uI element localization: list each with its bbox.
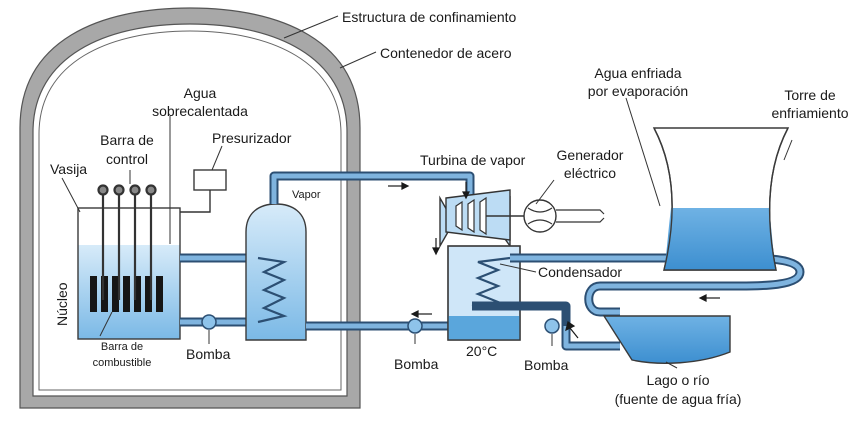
label-pressurizer: Presurizador [212, 130, 292, 146]
pump-cooling [544, 318, 560, 334]
condenser-water [448, 316, 520, 340]
steam-generator-coil [257, 256, 288, 324]
fuel-rods [90, 276, 163, 312]
pressurizer-line [180, 190, 211, 213]
steam-generator [245, 203, 307, 341]
flow-arrows [388, 182, 720, 339]
label-pump-cooling: Bomba [524, 357, 569, 373]
label-cooling-tower: Torre de [784, 87, 836, 103]
label-temperature: 20°C [466, 343, 497, 359]
label-fuel-rod: Barra de [101, 341, 143, 353]
label-steam-turbine: Turbina de vapor [420, 152, 526, 168]
label-containment-structure: Estructura de confinamiento [342, 9, 517, 25]
turbine-blades [455, 196, 487, 236]
label-pump-secondary: Bomba [394, 356, 439, 372]
label-lake: Lago o río [646, 372, 709, 388]
steel-container-inner-line [38, 30, 342, 391]
label-generator-2: eléctrico [564, 165, 616, 181]
label-core: Núcleo [54, 282, 70, 326]
label-generator: Generador [557, 147, 624, 163]
label-pump-primary: Bomba [186, 346, 231, 362]
label-superheated-water: Agua [184, 85, 217, 101]
label-fuel-rod-2: combustible [93, 357, 152, 369]
pump-secondary [407, 318, 423, 334]
label-control-rod: Barra de [100, 132, 154, 148]
control-rods [97, 184, 157, 300]
label-cooling-tower-2: enfriamiento [771, 105, 848, 121]
label-steel-container: Contenedor de acero [380, 45, 512, 61]
label-cooled-water-2: por evaporación [588, 83, 688, 99]
reactor-vessel [77, 207, 181, 340]
label-cooled-water: Agua enfriada [594, 65, 681, 81]
label-lake-2: (fuente de agua fría) [615, 391, 742, 407]
label-vessel: Vasija [50, 161, 87, 177]
label-condenser: Condensador [538, 264, 622, 280]
condenser-coil [471, 256, 511, 308]
label-steam: Vapor [292, 189, 321, 201]
pressurizer [193, 169, 227, 191]
lake [602, 315, 731, 364]
electric-generator [523, 199, 557, 233]
label-superheated-water-2: sobrecalentada [152, 103, 248, 119]
cooling-tower-water [664, 208, 776, 270]
pump-primary [201, 314, 217, 330]
label-control-rod-2: control [106, 151, 148, 167]
